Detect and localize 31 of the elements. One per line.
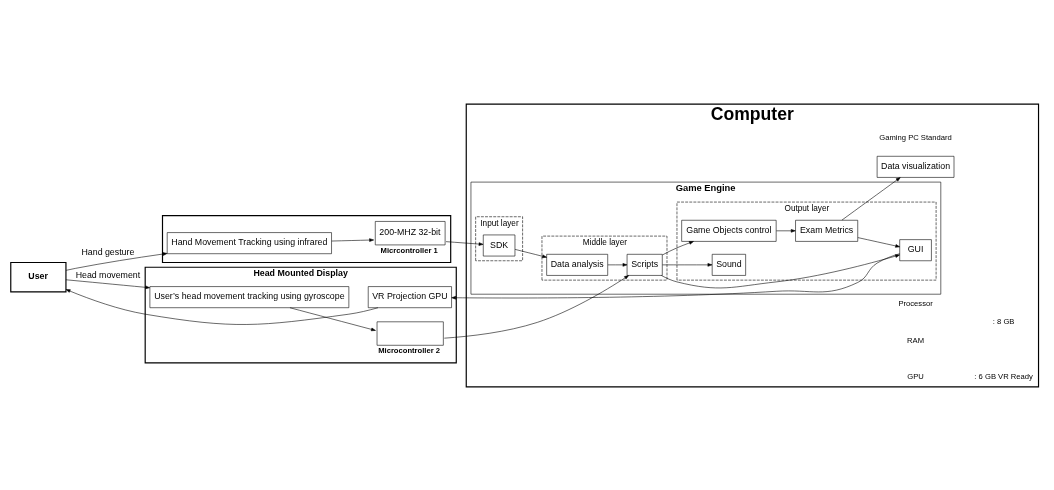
arrow [662, 240, 694, 255]
arrow [65, 278, 150, 289]
arrow [444, 274, 629, 338]
arrow [445, 240, 484, 246]
node-box: User [10, 261, 67, 292]
node-box: SDK [482, 234, 516, 256]
arrow [451, 252, 900, 299]
arrow [514, 248, 547, 258]
arrow [662, 262, 713, 267]
arrow [841, 176, 901, 220]
node-box: 200-MHZ 32-bit [374, 220, 446, 245]
arrow [661, 253, 900, 288]
edge-label: Head movement [75, 269, 141, 280]
node-box: Sound [711, 253, 746, 276]
arrow [289, 306, 376, 331]
arrow [65, 251, 168, 271]
node-box: Hand Movement Tracking using infrared [166, 231, 332, 254]
node-box: Exam Metrics [795, 219, 859, 242]
arrow [776, 228, 796, 233]
node-box: Scripts [626, 253, 663, 276]
node-box: Data visualization [876, 155, 955, 178]
node-box [376, 321, 444, 346]
arrow [65, 288, 379, 325]
arrow [607, 262, 628, 267]
node-box: GUI [899, 238, 932, 261]
node-box: VR Projection GPU [367, 285, 452, 308]
edge-label: Hand gesture [81, 246, 135, 257]
arrow [331, 237, 374, 242]
node-box: User’s head movement tracking using gyroscope [149, 285, 350, 308]
arrow [857, 236, 900, 248]
node-box: Data analysis [546, 253, 608, 276]
